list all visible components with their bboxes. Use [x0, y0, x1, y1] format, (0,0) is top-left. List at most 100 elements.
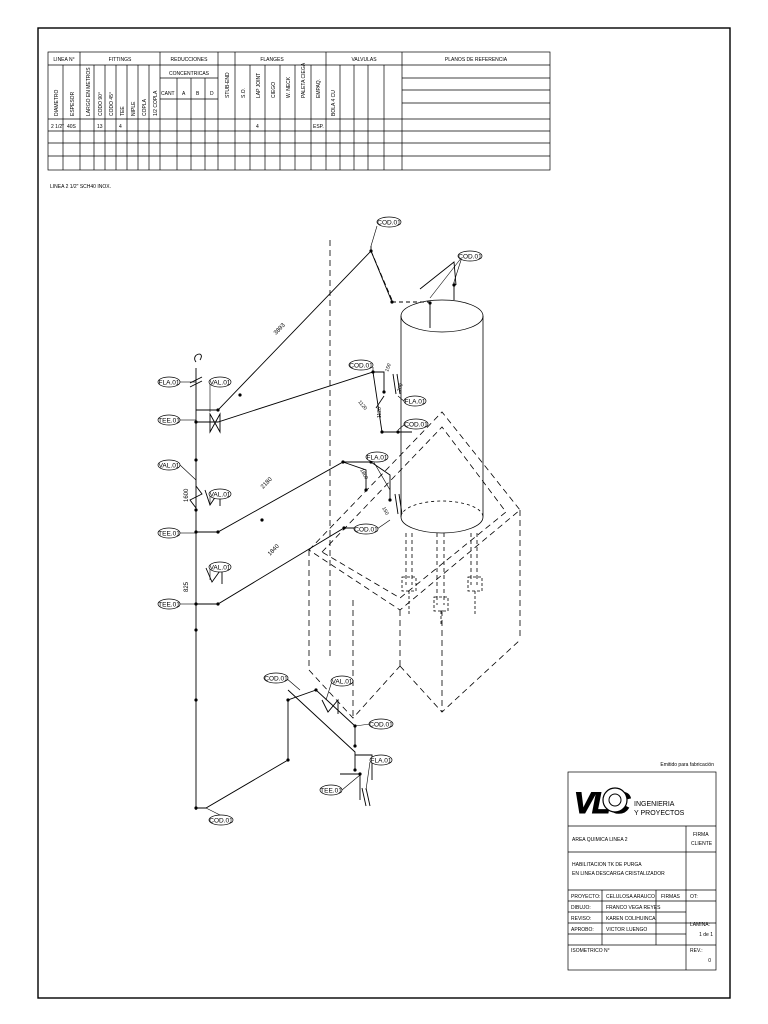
- lamina-label: LAMINA:: [690, 922, 710, 928]
- flanges-header: FLANGES: [260, 57, 284, 63]
- fitting-markers: [194, 249, 456, 810]
- proyecto-value: CELULOSA ARAUCO: [606, 894, 655, 900]
- aprobo-value: VICTOR LUENGO: [606, 927, 647, 933]
- svg-text:FLA.01: FLA.01: [371, 758, 392, 765]
- col-paleta-ciega: PALETA CIEGA: [301, 62, 307, 98]
- tank: [400, 299, 484, 625]
- col-copla: COPLA: [142, 98, 148, 116]
- tag-cod-tank: COD.01: [457, 250, 483, 262]
- tag-val-1: VAL.01: [208, 376, 232, 388]
- svg-text:COD.01: COD.01: [404, 422, 428, 429]
- tag-val-3: VAL.01: [208, 488, 232, 500]
- col-codo90: CODO 90°: [98, 92, 104, 116]
- dim-1120a: 1120: [356, 399, 368, 411]
- col-stub-end: STUB-END: [225, 72, 231, 98]
- col-tee: TEE: [120, 106, 126, 116]
- dibujo-value: FRANCO VEGA REYES: [606, 905, 661, 911]
- ot-label: OT:: [690, 894, 698, 900]
- cell-tee: 4: [119, 124, 122, 130]
- description-1: HABILITACION TK DE PURGA: [572, 862, 642, 868]
- tag-tee-1: TEE.01: [157, 414, 181, 426]
- planos-header: PLANOS DE REFERENCIA: [445, 57, 508, 63]
- tag-cod-top: COD.01: [376, 216, 402, 228]
- tag-val-low: VAL.01: [330, 675, 354, 687]
- tag-cod-3: COD.01: [353, 523, 379, 535]
- tag-fla-1: FLA.01: [403, 395, 427, 407]
- dim-1600: 1600: [184, 488, 190, 502]
- leader-lines: [179, 225, 463, 821]
- area-text: AREA QUIMICA LINEA 2: [572, 837, 628, 843]
- svg-text:FLA.01: FLA.01: [367, 455, 388, 462]
- col-bola: BOLA 4 CU: [331, 90, 337, 116]
- tag-val-4: VAL.01: [208, 561, 232, 573]
- pipe-runs: [195, 246, 457, 810]
- col-w-neck: W. NECK: [286, 76, 292, 98]
- dim-825: 825: [184, 581, 190, 592]
- lamina-value: 1 de 1: [699, 932, 713, 938]
- rev-label: REV.:: [690, 948, 703, 954]
- linea-header: LINEA N°: [53, 57, 74, 63]
- svg-text:VAL.01: VAL.01: [159, 463, 180, 470]
- svg-text:VAL.01: VAL.01: [210, 380, 231, 387]
- dibujo-label: DIBUJO:: [571, 905, 591, 911]
- svg-text:FLA.01: FLA.01: [159, 380, 180, 387]
- title-block-text: AREA QUIMICA LINEA 2 FIRMA CLIENTE HABIL…: [571, 832, 713, 964]
- col-espesor: ESPESOR: [70, 91, 76, 116]
- svg-text:COD.01: COD.01: [377, 220, 401, 227]
- col-niple: NIPLE: [131, 101, 137, 116]
- firma-cliente-2: CLIENTE: [691, 841, 713, 847]
- svg-text:FLA.01: FLA.01: [405, 399, 426, 406]
- fittings-header: FITTINGS: [109, 57, 132, 63]
- tag-tee-2: TEE.01: [157, 527, 181, 539]
- col-a: A: [182, 91, 186, 97]
- dim-1840: 1840: [267, 543, 281, 557]
- isometrico-label: ISOMETRICO N°: [571, 948, 610, 954]
- svg-text:TEE.01: TEE.01: [158, 602, 180, 609]
- svg-text:TEE.01: TEE.01: [320, 788, 342, 795]
- tag-fla-2: FLA.01: [365, 451, 389, 463]
- svg-text:VAL.01: VAL.01: [210, 565, 231, 572]
- col-empaq: EMPAQ.: [316, 79, 322, 98]
- col-cant: CANT: [161, 91, 175, 97]
- col-ciego: CIEGO: [271, 82, 277, 98]
- tag-tee-3: TEE.01: [157, 598, 181, 610]
- svg-text:COD.01: COD.01: [354, 527, 378, 534]
- col-lap-joint: LAP JOINT: [256, 73, 262, 98]
- col-b: B: [196, 91, 200, 97]
- col-diametro: DIAMETRO: [54, 90, 60, 117]
- cell-w-neck: 4: [256, 124, 259, 130]
- svg-text:TEE.01: TEE.01: [158, 418, 180, 425]
- concentricas-header: CONCENTRICAS: [169, 71, 210, 77]
- rev-value: 0: [708, 958, 711, 964]
- sheet-border: [37, 27, 731, 999]
- gear-icon: [602, 787, 628, 813]
- svg-text:VAL.01: VAL.01: [210, 492, 231, 499]
- cell-empaq: ESP.: [313, 124, 324, 130]
- tag-fla-left: FLA.01: [157, 376, 181, 388]
- tag-tee-low: TEE.01: [319, 784, 343, 796]
- company-name-2: Y PROYECTOS: [634, 810, 685, 817]
- tag-cod-mid: COD.01: [348, 359, 374, 371]
- title-block: [567, 771, 717, 971]
- company-name-1: INGENIERIA: [634, 801, 675, 808]
- tank-foundation: [308, 240, 521, 719]
- company-logo: VLC INGENIERIA Y PROYECTOS: [573, 786, 685, 820]
- tag-cod-2: COD.01: [403, 418, 429, 430]
- svg-text:COD.01: COD.01: [349, 363, 373, 370]
- tag-cod-bottom: COD.01: [208, 814, 234, 826]
- firma-cliente-1: FIRMA: [693, 832, 709, 838]
- component-tags: COD.01 COD.01 COD.01 FLA.01 COD.01 FLA.0…: [157, 216, 483, 826]
- tag-cod-low2: COD.01: [368, 718, 394, 730]
- cell-codo90: 13: [97, 124, 103, 130]
- svg-text:COD.01: COD.01: [209, 818, 233, 825]
- reviso-value: KAREN COLIHUINCA: [606, 916, 656, 922]
- aprobo-label: APROBO:: [571, 927, 594, 933]
- col-largo: LARGO EN METROS: [86, 67, 92, 116]
- description-2: EN LINEA DESCARGA CRISTALIZADOR: [572, 871, 665, 877]
- tag-cod-low: COD.01: [263, 672, 289, 684]
- dim-3893: 3893: [273, 322, 287, 336]
- tag-val-2: VAL.01: [157, 459, 181, 471]
- table-text: LINEA N° FITTINGS REDUCCIONES CONCENTRIC…: [51, 57, 508, 130]
- tag-fla-low: FLA.01: [369, 754, 393, 766]
